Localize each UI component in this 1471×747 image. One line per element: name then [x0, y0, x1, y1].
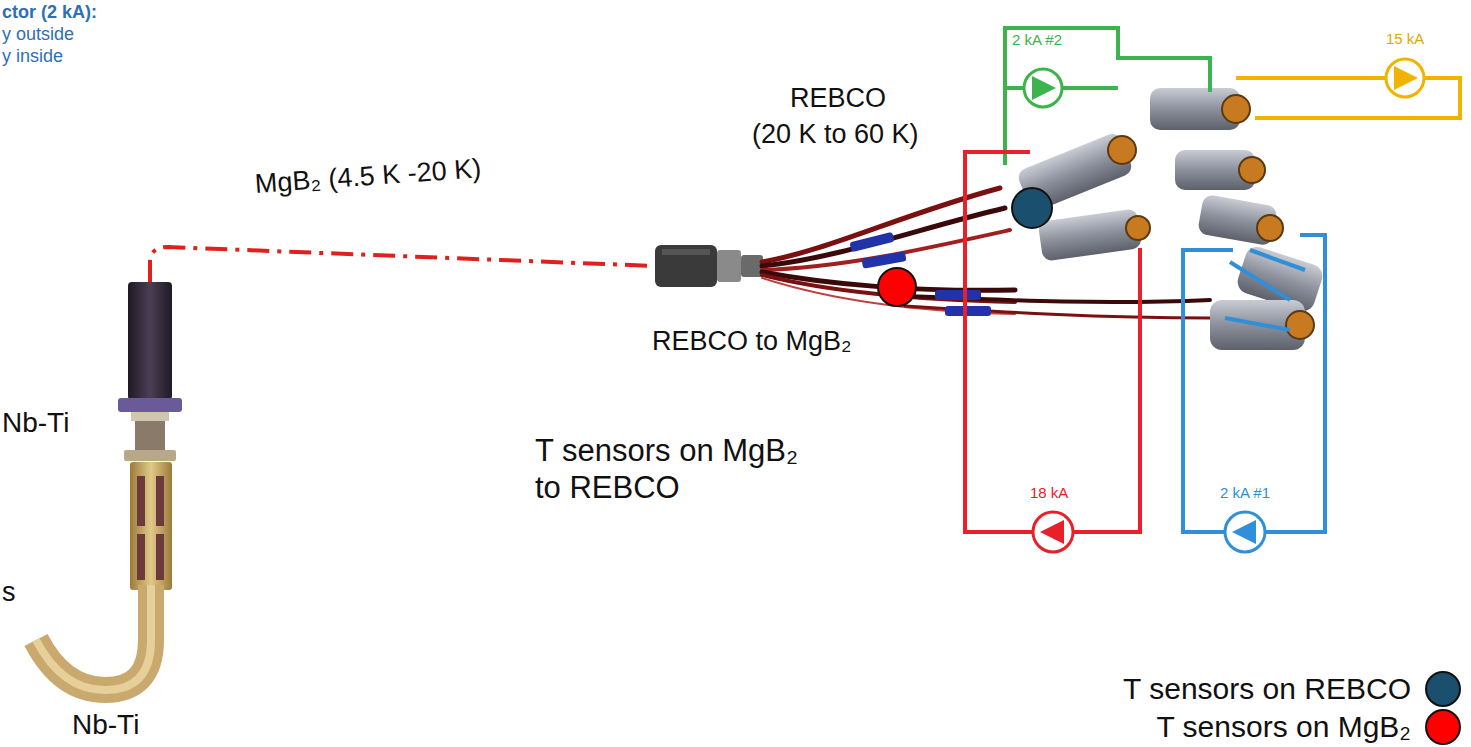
rebco-cables-part — [945, 306, 991, 316]
legend-row: T sensors on MgB₂ — [1156, 709, 1461, 745]
current-lead-assembly-part — [1257, 215, 1283, 241]
circuit-2ka-2-part — [1005, 28, 1210, 165]
circuit-15ka-part — [1386, 59, 1424, 97]
nbti-lead — [36, 282, 182, 690]
splice-connector — [655, 245, 763, 287]
nbti-lead-part — [135, 421, 165, 450]
circuit-18ka — [965, 152, 1140, 552]
circuit-15ka-part — [1394, 77, 1412, 80]
nbti-lead-part — [156, 534, 164, 580]
text-fragment: s — [2, 576, 16, 608]
circuit-2ka-2 — [1005, 28, 1210, 165]
nbti-lead-part — [36, 585, 151, 690]
legend-row: T sensors on REBCO — [1123, 671, 1461, 707]
nbti-lead-part — [36, 585, 151, 690]
circuit-2ka-1-part — [1183, 235, 1325, 532]
legend-swatch — [1425, 709, 1461, 745]
rebco-cables — [762, 188, 1210, 318]
circuit-2ka-1-part — [1225, 512, 1265, 552]
heading-fragment: ctor (2 kA): — [2, 2, 97, 24]
current-lead-assembly-part — [1239, 157, 1265, 183]
temperature-range: (20 K to 60 K) — [752, 118, 919, 150]
splice-connector-part — [655, 245, 717, 287]
nbti-lead-part — [137, 476, 145, 526]
circuit-15ka — [1236, 59, 1460, 118]
legend-text: T sensors on REBCO — [1123, 672, 1411, 706]
splice-connector-part — [717, 250, 741, 282]
rebco-cables-part — [861, 251, 906, 268]
mgb2-line — [150, 247, 655, 282]
current-lead-assembly-part — [1108, 136, 1136, 164]
sensor-dot — [878, 268, 916, 306]
rebco-cables-part — [849, 232, 894, 252]
conductor-label: REBCO — [790, 82, 886, 114]
current-label: 18 kA — [1030, 484, 1068, 502]
current-label: 2 kA #2 — [1012, 31, 1062, 49]
current-label: 15 kA — [1386, 30, 1424, 48]
current-lead-assembly-part — [1126, 216, 1150, 240]
sensor-dot — [1012, 188, 1052, 228]
conductor-label: MgB₂ (4.5 K -20 K) — [254, 152, 482, 200]
component-label: REBCO to MgB₂ — [652, 325, 852, 357]
circuit-18ka-part — [1033, 512, 1073, 552]
sensor-note: T sensors on MgB₂ to REBCO — [535, 432, 820, 506]
current-lead-assembly-part — [1222, 95, 1250, 123]
rebco-cables-part — [762, 230, 1010, 270]
current-lead-assembly-part — [1225, 250, 1305, 330]
circuit-2ka-2-part — [1024, 69, 1062, 107]
nbti-lead-part — [118, 398, 182, 412]
legend-swatch — [1425, 671, 1461, 707]
circuit-18ka-part — [1046, 531, 1064, 534]
nbti-lead-part — [124, 450, 176, 461]
nbti-lead-part — [130, 462, 172, 590]
circuit-2ka-2-part — [1032, 87, 1050, 90]
current-lead-assembly-part — [1038, 208, 1143, 262]
nbti-lead-part — [156, 476, 164, 526]
circuit-2ka-1-part — [1238, 531, 1256, 534]
nbti-lead-part — [131, 412, 169, 421]
current-lead-assembly — [1016, 88, 1326, 350]
conductor-label: Nb-Ti — [2, 406, 69, 440]
note-fragment: y inside — [2, 46, 63, 68]
circuit-2ka-1 — [1183, 235, 1325, 552]
nbti-lead-part — [128, 282, 172, 400]
conductor-label: Nb-Ti — [72, 708, 139, 742]
circuit-15ka-part — [1236, 78, 1460, 118]
legend-text: T sensors on MgB₂ — [1156, 710, 1411, 744]
rebco-cables-part — [935, 290, 981, 300]
current-label: 2 kA #1 — [1220, 484, 1270, 502]
nbti-lead-part — [137, 534, 145, 580]
splice-connector-part — [662, 249, 710, 255]
current-lead-assembly-part — [1286, 311, 1314, 339]
note-fragment: y outside — [2, 24, 74, 46]
circuit-18ka-part — [965, 152, 1140, 532]
rebco-cables-part — [905, 306, 1210, 318]
